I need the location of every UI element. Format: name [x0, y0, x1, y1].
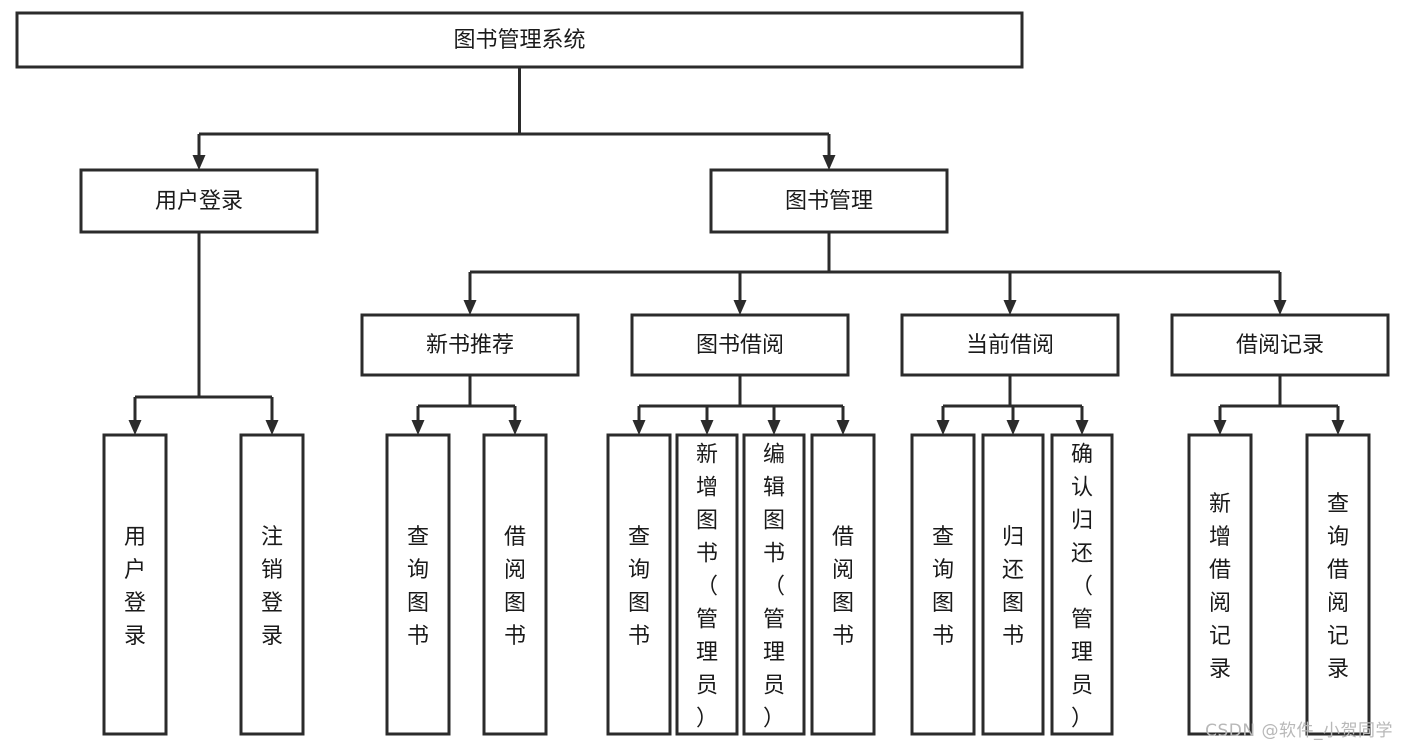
leaf-label: 查询图书 — [407, 525, 429, 649]
leaf-label: 用户登录 — [124, 525, 146, 649]
edge-arrowhead — [632, 420, 646, 435]
edge-arrowhead — [508, 420, 522, 435]
leaf-label: 新增图书（管理员） — [696, 443, 718, 732]
leaf-node[interactable]: 查询借阅记录 — [1305, 433, 1371, 736]
level3-label: 当前借阅 — [966, 333, 1054, 358]
level2-label: 图书管理 — [785, 189, 873, 214]
leaf-node[interactable]: 查询图书 — [606, 433, 672, 736]
leaf-label: 查询借阅记录 — [1327, 492, 1349, 682]
edge-arrowhead — [1006, 420, 1020, 435]
level3-box — [360, 313, 580, 377]
leaf-node[interactable]: 归还图书 — [981, 433, 1045, 736]
leaf-box — [102, 433, 168, 736]
root-label: 图书管理系统 — [453, 28, 585, 53]
level2-box — [709, 168, 949, 234]
leaf-label: 查询图书 — [932, 525, 954, 649]
leaf-node[interactable]: 查询图书 — [385, 433, 451, 736]
leaf-node[interactable]: 编辑图书（管理员） — [742, 433, 806, 736]
edge-arrowhead — [128, 420, 142, 435]
leaf-node[interactable]: 用户登录 — [102, 433, 168, 736]
leaf-label: 借阅图书 — [504, 525, 526, 649]
leaf-box — [910, 433, 976, 736]
edge-arrowhead — [463, 300, 477, 315]
leaf-node[interactable]: 注销登录 — [239, 433, 305, 736]
leaf-node[interactable]: 借阅图书 — [810, 433, 876, 736]
leaf-label: 新增借阅记录 — [1209, 492, 1231, 682]
leaf-box — [1050, 433, 1114, 736]
level2-node[interactable]: 用户登录 — [79, 168, 319, 234]
leaf-label: 归还图书 — [1002, 525, 1024, 649]
edge-arrowhead — [700, 420, 714, 435]
edge-arrowhead — [1273, 300, 1287, 315]
edge-arrowhead — [411, 420, 425, 435]
edge-arrowhead — [265, 420, 279, 435]
leaf-node[interactable]: 查询图书 — [910, 433, 976, 736]
leaf-node[interactable]: 新增借阅记录 — [1187, 433, 1253, 736]
level2-node[interactable]: 图书管理 — [709, 168, 949, 234]
edge-arrowhead — [822, 155, 836, 170]
leaf-box — [482, 433, 548, 736]
level3-label: 新书推荐 — [426, 333, 514, 358]
edge-arrowhead — [1331, 420, 1345, 435]
level2-box — [79, 168, 319, 234]
leaf-box — [675, 433, 739, 736]
leaf-box — [981, 433, 1045, 736]
level2-label: 用户登录 — [155, 189, 243, 214]
leaf-box — [742, 433, 806, 736]
leaf-box — [385, 433, 451, 736]
leaf-label: 确认归还（管理员） — [1071, 443, 1093, 732]
level3-label: 借阅记录 — [1236, 333, 1324, 358]
level3-node[interactable]: 图书借阅 — [630, 313, 850, 377]
level3-label: 图书借阅 — [696, 333, 784, 358]
edge-arrowhead — [767, 420, 781, 435]
edge-arrowhead — [1003, 300, 1017, 315]
leaf-label: 借阅图书 — [832, 525, 854, 649]
leaf-label: 编辑图书（管理员） — [763, 443, 785, 732]
leaf-node[interactable]: 借阅图书 — [482, 433, 548, 736]
edge-arrowhead — [192, 155, 206, 170]
level3-node[interactable]: 当前借阅 — [900, 313, 1120, 377]
edge-arrowhead — [1075, 420, 1089, 435]
node-layer: 图书管理系统用户登录图书管理新书推荐图书借阅当前借阅借阅记录用户登录注销登录查询… — [15, 11, 1390, 736]
edge-arrowhead — [836, 420, 850, 435]
level3-box — [630, 313, 850, 377]
leaf-box — [239, 433, 305, 736]
leaf-node[interactable]: 新增图书（管理员） — [675, 433, 739, 736]
level3-node[interactable]: 新书推荐 — [360, 313, 580, 377]
level3-node[interactable]: 借阅记录 — [1170, 313, 1390, 377]
leaf-box — [810, 433, 876, 736]
leaf-box — [1305, 433, 1371, 736]
level3-box — [1170, 313, 1390, 377]
leaf-label: 查询图书 — [628, 525, 650, 649]
leaf-box — [1187, 433, 1253, 736]
leaf-box — [606, 433, 672, 736]
edge-arrowhead — [936, 420, 950, 435]
root-box — [15, 11, 1024, 69]
leaf-label: 注销登录 — [261, 525, 283, 649]
root-node[interactable]: 图书管理系统 — [15, 11, 1024, 69]
leaf-node[interactable]: 确认归还（管理员） — [1050, 433, 1114, 736]
edge-arrowhead — [733, 300, 747, 315]
edge-layer — [128, 67, 1345, 435]
edge-arrowhead — [1213, 420, 1227, 435]
level3-box — [900, 313, 1120, 377]
